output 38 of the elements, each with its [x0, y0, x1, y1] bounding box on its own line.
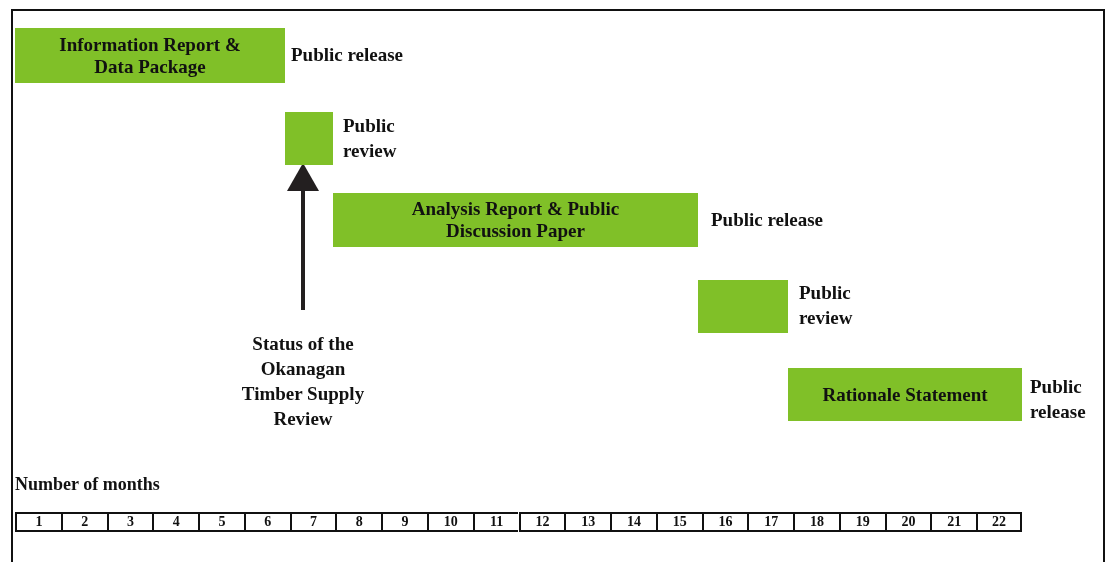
task-bar: [788, 368, 1022, 421]
month-cell: 10: [426, 512, 473, 532]
month-cell: 22: [976, 512, 1022, 532]
month-cell: 9: [381, 512, 427, 532]
task-label: Information Report & Data Package: [58, 33, 242, 78]
timeline-bar: [285, 112, 333, 165]
month-cell: 17: [747, 512, 794, 532]
month-cell: 2: [60, 512, 107, 532]
month-cell: 11: [472, 512, 519, 532]
month-cell: 20: [884, 512, 931, 532]
release-note: Public release: [291, 43, 405, 67]
status-note: Status of the Okanagan Timber Supply Review: [233, 331, 373, 431]
arrow: [287, 163, 319, 310]
task-label: Rationale Statement: [822, 383, 988, 406]
release-note: Public review: [799, 281, 854, 330]
timeline-bar: [698, 280, 788, 333]
month-cell: 15: [655, 512, 702, 532]
month-cell: 18: [793, 512, 839, 532]
month-cell: 12: [518, 512, 565, 532]
month-cell: 13: [564, 512, 611, 532]
month-cell: 8: [335, 512, 382, 532]
month-cell: 1: [15, 512, 61, 532]
month-cell: 3: [106, 512, 153, 532]
task-label: Analysis Report & Public Discussion Paper: [410, 198, 621, 242]
month-cell: 14: [610, 512, 656, 532]
month-cell: 19: [838, 512, 885, 532]
release-note: Public release: [711, 208, 825, 232]
task-bar: [15, 28, 285, 83]
release-note: Public review: [343, 114, 398, 163]
release-note: Public release: [1030, 375, 1087, 424]
month-cell: 5: [198, 512, 244, 532]
axis-title: Number of months: [15, 474, 160, 495]
month-cell: 16: [701, 512, 748, 532]
task-bar: [333, 193, 698, 247]
month-cell: 7: [289, 512, 336, 532]
month-cell: 4: [152, 512, 199, 532]
month-cell: 21: [930, 512, 977, 532]
month-cell: 6: [243, 512, 290, 532]
